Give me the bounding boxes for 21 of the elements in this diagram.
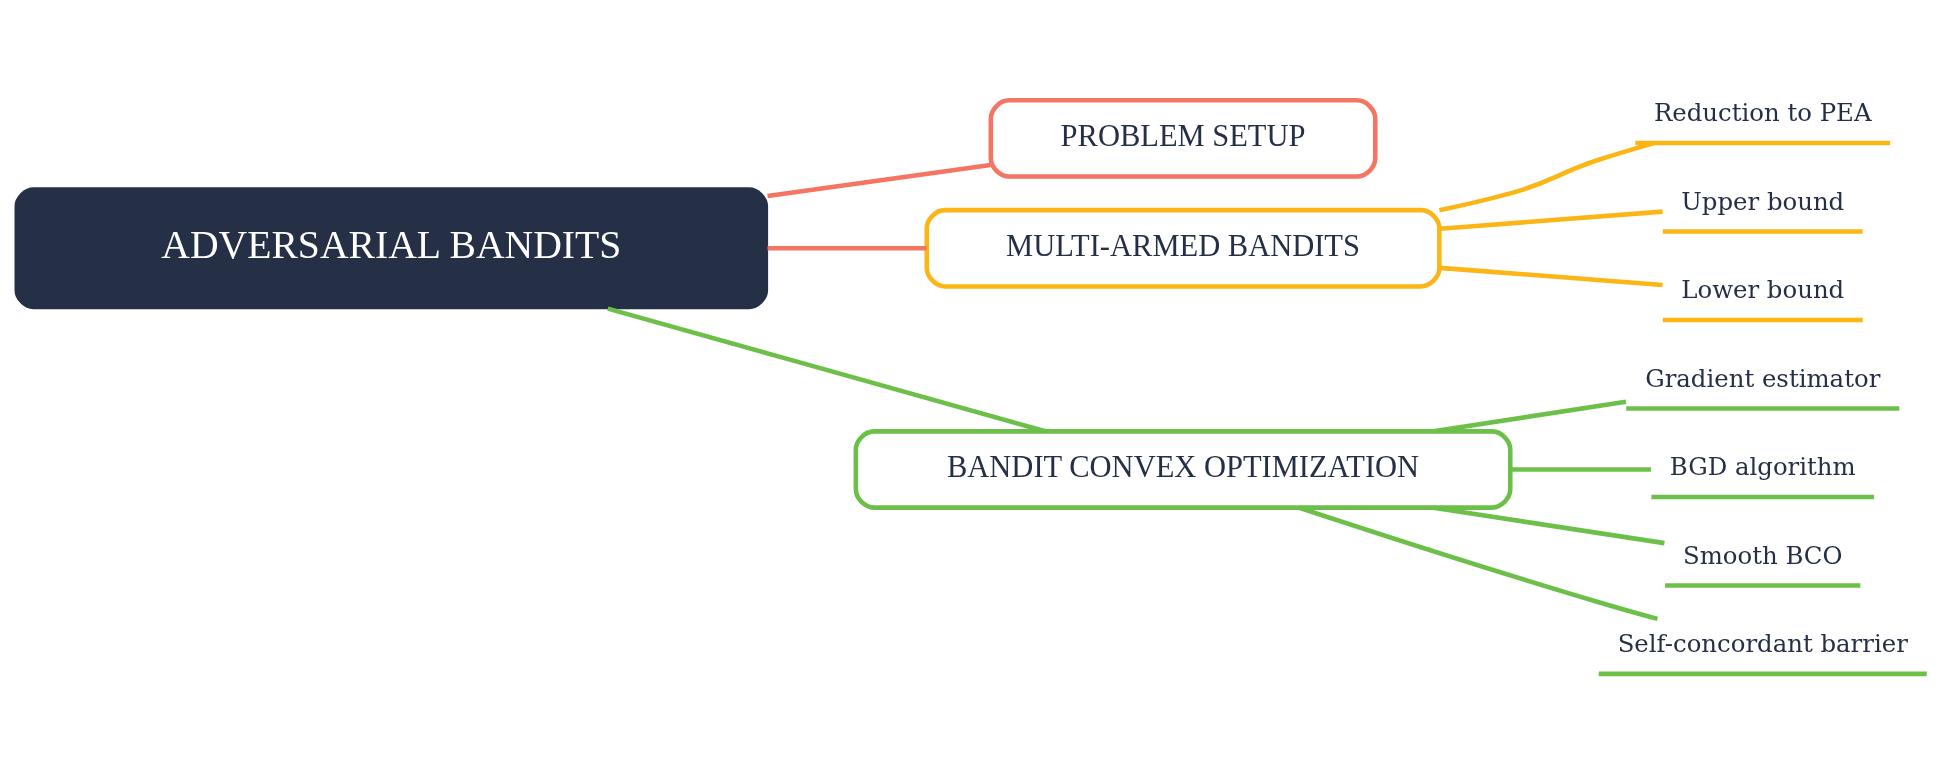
connector: [1438, 265, 1663, 288]
node-text: Lower bound: [1680, 275, 1844, 305]
node-box: BANDIT CONVEX OPTIMIZATION: [853, 429, 1513, 510]
node-box: PROBLEM SETUP: [988, 98, 1378, 179]
connector: [1432, 505, 1665, 546]
connector: [767, 246, 927, 251]
node-box: ADVERSARIAL BANDITS: [14, 187, 768, 310]
connector: [766, 162, 991, 199]
connector: [1298, 505, 1658, 622]
connector: [1438, 209, 1663, 231]
node-box: MULTI-ARMED BANDITS: [923, 207, 1442, 289]
connector: [1432, 399, 1626, 434]
node-text: Smooth BCO: [1682, 540, 1842, 570]
connector: [1509, 467, 1651, 472]
node-text: Self-concordant barrier: [1617, 629, 1908, 659]
connector: [1438, 140, 1655, 213]
node-text: Gradient estimator: [1644, 363, 1880, 393]
connector: [606, 306, 1046, 434]
node-text: Upper bound: [1680, 186, 1844, 216]
node-text: Reduction to PEA: [1653, 98, 1872, 128]
node-text: BGD algorithm: [1669, 452, 1856, 482]
